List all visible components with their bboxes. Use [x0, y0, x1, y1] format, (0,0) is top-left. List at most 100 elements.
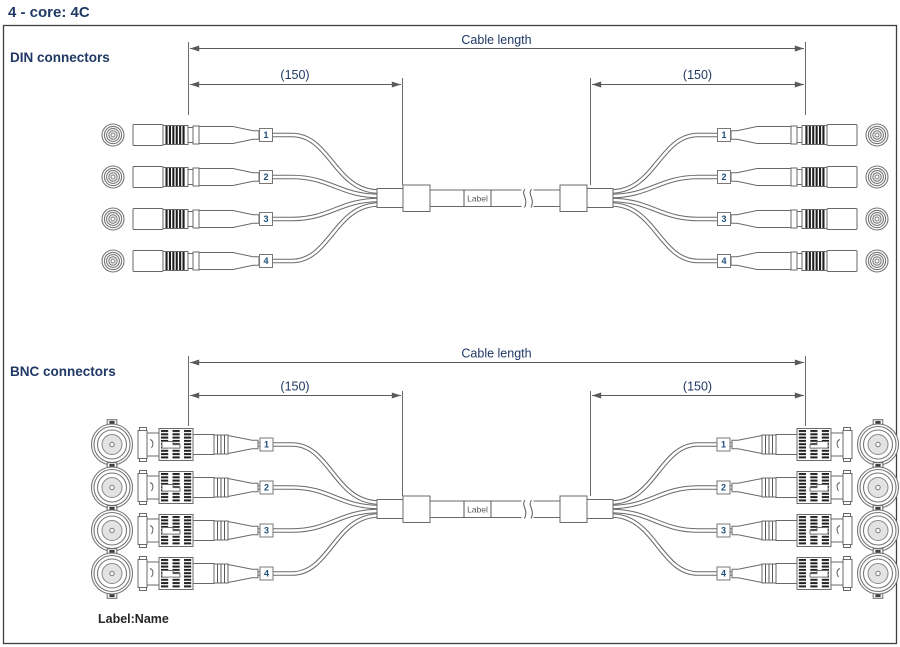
bnc-plug-front-icon: [90, 419, 134, 470]
wire-number-box: [259, 170, 273, 184]
bnc-plug-side-icon: [137, 470, 259, 505]
breakout-boot: [559, 184, 588, 212]
din-right-breakout-label: (150): [683, 68, 712, 82]
wire-number: 2: [721, 172, 726, 182]
din-left-breakout-label: (150): [280, 68, 309, 82]
wire-number: 2: [263, 172, 268, 182]
wire-number-box: [717, 128, 731, 142]
bnc-section-label: BNC connectors: [10, 364, 116, 379]
din-plug-front-icon: [101, 249, 125, 273]
breakout-neck: [586, 188, 614, 208]
bnc-plug-side-icon: [731, 470, 853, 505]
bnc-plug-side-icon: [137, 427, 259, 462]
bnc-plug-front-icon: [90, 505, 134, 556]
wire-number: 1: [264, 440, 269, 450]
cable-break-icon: [523, 499, 533, 519]
wire-number-box: [259, 212, 273, 226]
bnc-plug-side-icon: [731, 427, 853, 462]
din-plug-front-icon: [101, 123, 125, 147]
bnc-cable-length-label: Cable length: [461, 347, 531, 361]
wire-number-box: [717, 254, 731, 268]
bnc-left-breakout-label: (150): [280, 380, 309, 394]
wire-number-box: [716, 437, 731, 452]
din-plug-side-icon: [132, 124, 260, 146]
wire-number-box: [259, 437, 274, 452]
bnc-plug-side-icon: [137, 513, 259, 548]
wire-number: 4: [264, 569, 269, 579]
bnc-left-assembly: [90, 419, 380, 599]
wire-number-box: [717, 170, 731, 184]
wire-number: 4: [263, 256, 268, 266]
din-cable-mid: Label: [376, 184, 614, 212]
wire-number: 4: [721, 256, 726, 266]
din-plug-side-icon: [730, 208, 858, 230]
din-plug-front-icon: [865, 165, 889, 189]
wire-number: 3: [721, 526, 726, 536]
wire-number: 2: [264, 483, 269, 493]
wire-number-box: [259, 128, 273, 142]
din-plug-front-icon: [101, 165, 125, 189]
bnc-dimensions: Cable length (150) (150): [188, 347, 806, 496]
bnc-plug-front-icon: [856, 505, 900, 556]
breakout-boot: [402, 495, 431, 523]
din-right-assembly: [611, 123, 889, 273]
breakout-neck: [586, 499, 614, 519]
bnc-plug-front-icon: [90, 548, 134, 599]
cable-break-icon: [523, 188, 533, 208]
wire-number-box: [716, 480, 731, 495]
wire-number: 3: [263, 214, 268, 224]
wire-number: 4: [721, 569, 726, 579]
bnc-cable-label: Label: [467, 505, 488, 515]
din-plug-front-icon: [865, 249, 889, 273]
din-plug-front-icon: [101, 207, 125, 231]
din-left-assembly: [101, 123, 379, 273]
cable-jacket: [429, 500, 561, 518]
din-plug-front-icon: [865, 123, 889, 147]
wire-number: 1: [263, 130, 268, 140]
wire-number-box: [259, 566, 274, 581]
bnc-plug-front-icon: [856, 462, 900, 513]
din-plug-side-icon: [730, 124, 858, 146]
bnc-wire-numbers: 1 2 3 4 1 2 3 4: [264, 440, 726, 579]
bnc-extension-lines: [188, 356, 806, 496]
bnc-plug-front-icon: [856, 419, 900, 470]
wire-number-box: [716, 566, 731, 581]
bnc-plug-side-icon: [137, 556, 259, 591]
breakout-boot: [402, 184, 431, 212]
din-wire-numbers: 1 2 3 4 1 2 3 4: [263, 130, 726, 266]
wire-number: 3: [264, 526, 269, 536]
wire-number: 3: [721, 214, 726, 224]
bnc-plug-side-icon: [731, 556, 853, 591]
bnc-right-breakout-label: (150): [683, 380, 712, 394]
breakout-boot: [559, 495, 588, 523]
wire-number: 1: [721, 130, 726, 140]
din-plug-side-icon: [132, 208, 260, 230]
wire-number-box: [259, 480, 274, 495]
breakout-neck: [376, 188, 404, 208]
din-section-label: DIN connectors: [10, 50, 110, 65]
wire-number-box: [716, 523, 731, 538]
din-extension-lines: [188, 42, 806, 185]
label-box-dividers: [463, 501, 492, 518]
page-title: 4 - core: 4C: [8, 4, 90, 21]
cable-jacket: [429, 189, 561, 207]
din-plug-side-icon: [730, 250, 858, 272]
din-plug-side-icon: [132, 166, 260, 188]
din-cable-label: Label: [467, 194, 488, 204]
bnc-section: BNC connectors Cable length (150) (150): [10, 347, 900, 599]
cable-label-note: Label:Name: [98, 612, 169, 626]
wire-number: 1: [721, 440, 726, 450]
bnc-right-assembly: [611, 419, 900, 599]
bnc-cable-mid: Label: [376, 495, 614, 523]
din-section: DIN connectors Cable length (150) (150): [10, 33, 889, 273]
bnc-plug-front-icon: [90, 462, 134, 513]
din-plug-front-icon: [865, 207, 889, 231]
wire-number-box: [259, 523, 274, 538]
din-dimensions: Cable length (150) (150): [188, 33, 806, 185]
din-plug-side-icon: [730, 166, 858, 188]
din-cable-length-label: Cable length: [461, 33, 531, 47]
wire-number-box: [259, 254, 273, 268]
breakout-neck: [376, 499, 404, 519]
bnc-plug-front-icon: [856, 548, 900, 599]
